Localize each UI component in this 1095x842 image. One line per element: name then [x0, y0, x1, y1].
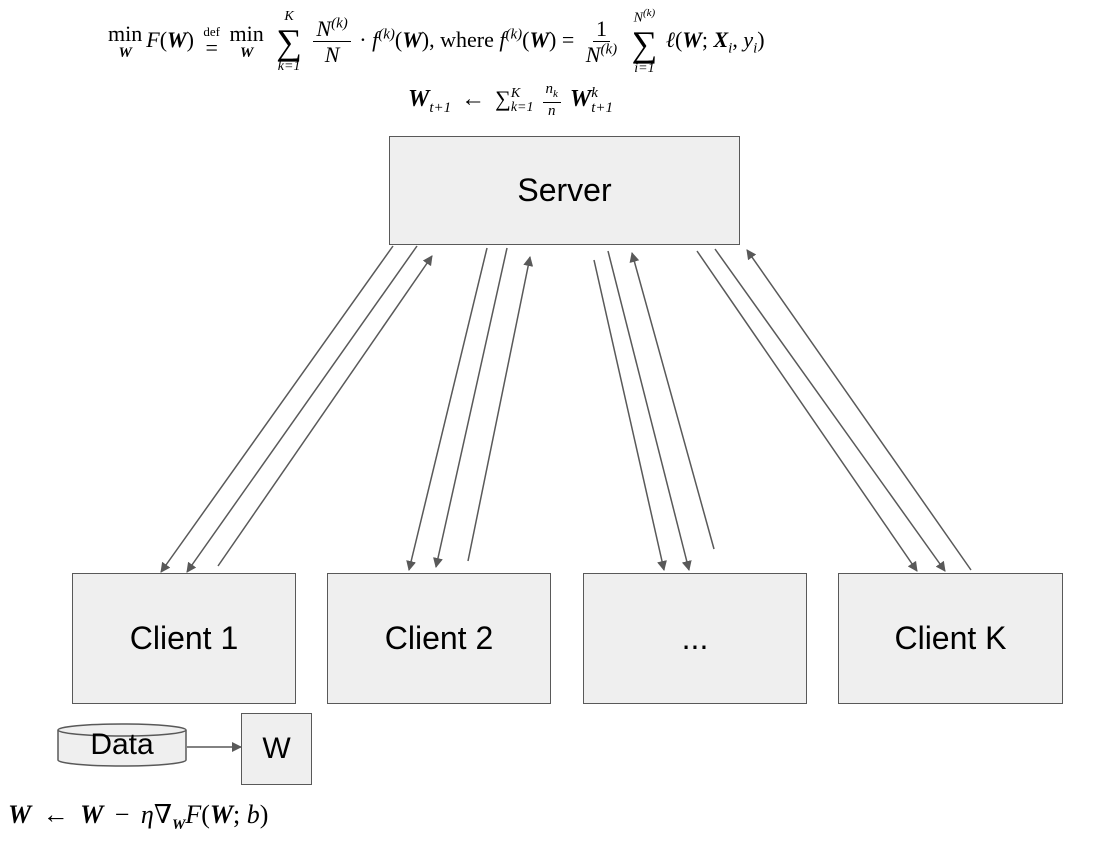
min-label-2: min: [229, 21, 264, 47]
arrow-server-to-client3-a: [593, 259, 667, 571]
agg-frac-num-sub: k: [553, 88, 558, 100]
agg-W-2: W: [569, 86, 592, 113]
frac-den: N: [324, 42, 340, 68]
data-label: Data: [90, 728, 154, 761]
agg-arrow: ←: [461, 86, 486, 113]
symbol-X: X: [713, 26, 729, 52]
upd-nabla: ∇: [153, 800, 172, 829]
weight-fraction: N(k) N: [313, 15, 351, 68]
f-sup: (k): [378, 26, 395, 43]
sum2-upper-sup: (k): [643, 7, 656, 19]
symbol-loss: ℓ: [665, 26, 675, 52]
arrow-server-to-client1-a: [160, 245, 394, 573]
agg-frac-den: n: [547, 102, 556, 119]
min-subscript: W: [118, 44, 132, 61]
agg-W: W: [408, 86, 430, 113]
defeq-operator: def =: [203, 24, 221, 60]
upd-arrow: ←: [42, 800, 69, 829]
agg-W2-sub: t+1: [591, 99, 614, 116]
min-operator-2: min W: [230, 22, 264, 61]
client-1-box: Client 1: [72, 573, 296, 704]
defeq-over: def: [203, 24, 221, 40]
agg-W-sub: t+1: [429, 99, 452, 116]
sum2-upper: N: [633, 10, 643, 26]
min-label: min: [108, 21, 143, 47]
arrow-client3-to-server: [629, 252, 715, 550]
arrow-server-to-clientk-b: [714, 248, 946, 572]
upd-W-3: W: [209, 800, 234, 829]
min-subscript-2: W: [239, 44, 254, 61]
sum-upper: K: [284, 8, 294, 24]
where-text: , where: [429, 26, 500, 52]
upd-F: F: [185, 800, 202, 829]
arrow-server-to-client1-b: [186, 245, 418, 573]
sum-lower: k=1: [277, 58, 301, 74]
defeq-sign: =: [205, 34, 218, 60]
agg-frac-num: n: [545, 81, 554, 97]
frac2-den: N: [585, 42, 601, 68]
symbol-W-4: W: [682, 26, 702, 52]
sum-operator: K ∑ k=1: [276, 8, 302, 74]
frac-num: N: [316, 16, 332, 42]
upd-eta: η: [140, 800, 154, 829]
frac-num-sup: (k): [331, 15, 348, 32]
upd-nabla-sub: W: [171, 817, 186, 834]
arrow-server-to-client2-b: [433, 247, 508, 568]
client-k-box: Client K: [838, 573, 1063, 704]
inverse-fraction: 1 N(k): [583, 17, 620, 66]
frac2-num: 1: [592, 17, 610, 43]
objective-equation: min W F(W) def = min W K ∑ k=1 N(k) N · …: [108, 7, 765, 76]
y-sub: i: [753, 40, 758, 57]
symbol-y: y: [743, 26, 754, 52]
dot-operator: ·: [359, 26, 367, 52]
sum2-lower: i=1: [634, 60, 655, 76]
agg-fraction: nk n: [542, 81, 561, 119]
agg-sum-lower: k=1: [510, 99, 534, 115]
weights-label: W: [262, 732, 291, 765]
symbol-f: f: [372, 26, 379, 52]
arrow-server-to-client2-a: [406, 247, 488, 571]
symbol-W: W: [167, 26, 187, 52]
upd-W-2: W: [80, 800, 104, 829]
arrow-client2-to-server: [467, 256, 534, 562]
equals-sign: =: [561, 26, 575, 52]
client-ellipsis-box: ...: [583, 573, 807, 704]
X-sub: i: [728, 40, 733, 57]
data-cylinder-icon: [57, 723, 187, 767]
arrow-client1-to-server: [217, 255, 433, 567]
sum-operator-2: N(k) ∑ i=1: [631, 7, 658, 76]
upd-minus: −: [114, 800, 130, 829]
arrow-server-to-clientk-a: [696, 250, 918, 572]
agg-sum-upper: K: [510, 86, 521, 102]
symbol-f-2: f: [499, 26, 506, 52]
client-ellipsis-label: ...: [681, 620, 709, 656]
min-operator: min W: [108, 22, 142, 61]
client-k-label: Client K: [894, 620, 1007, 656]
server-box: Server: [389, 136, 740, 245]
client-2-label: Client 2: [384, 620, 494, 656]
symbol-W-3: W: [529, 26, 550, 52]
server-label: Server: [517, 172, 612, 208]
arrow-server-to-client3-b: [607, 250, 692, 571]
upd-b: b: [246, 800, 260, 829]
agg-W2-sup: k: [591, 85, 598, 102]
arrow-clientk-to-server: [746, 249, 972, 571]
frac2-den-sup: (k): [600, 42, 618, 58]
local-update-equation: W ← W − η∇WF(W; b): [8, 800, 269, 834]
symbol-W-2: W: [402, 26, 422, 52]
upd-W: W: [8, 800, 32, 829]
client-1-label: Client 1: [129, 620, 239, 656]
symbol-F: F: [146, 26, 160, 52]
client-2-box: Client 2: [327, 573, 551, 704]
weights-box: W: [241, 713, 312, 785]
f-sup-2: (k): [505, 26, 523, 43]
